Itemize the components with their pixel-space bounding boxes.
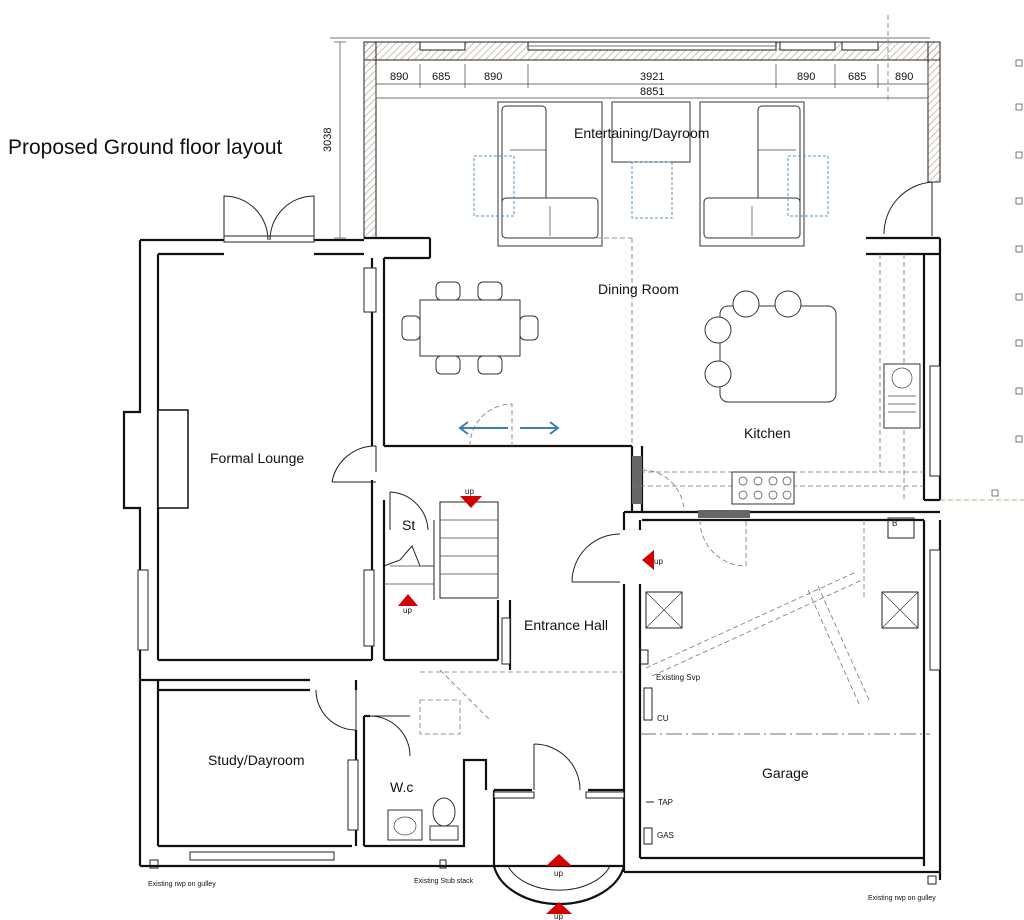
dim-3038: 3038 bbox=[322, 128, 334, 152]
up-label-garage: up bbox=[654, 557, 663, 566]
label-hall: Entrance Hall bbox=[524, 617, 608, 633]
rwp-left-symbol bbox=[149, 859, 159, 869]
garage-features bbox=[639, 517, 919, 845]
extension-walls bbox=[363, 41, 941, 239]
windows bbox=[137, 235, 941, 861]
label-study: Study/Dayroom bbox=[208, 752, 304, 768]
dim-685-a: 685 bbox=[432, 71, 450, 83]
dining-table bbox=[401, 281, 539, 375]
label-entertaining: Entertaining/Dayroom bbox=[574, 125, 709, 141]
label-dining: Dining Room bbox=[598, 281, 679, 297]
up-label-entry: up bbox=[554, 912, 563, 920]
gas-label: GAS bbox=[657, 831, 674, 840]
dim-685-b: 685 bbox=[848, 71, 866, 83]
boiler-label: B bbox=[892, 519, 897, 528]
dim-3921: 3921 bbox=[640, 71, 664, 83]
sofa-right bbox=[699, 101, 805, 247]
cu-label: CU bbox=[657, 714, 669, 723]
note-stub: Existing Stub stack bbox=[414, 878, 474, 885]
label-lounge: Formal Lounge bbox=[210, 450, 304, 466]
media-unit bbox=[611, 101, 691, 163]
dim-8851: 8851 bbox=[640, 86, 664, 98]
kitchen-sink bbox=[883, 363, 921, 429]
dim-890-c: 890 bbox=[797, 71, 815, 83]
blue-rooflight-centre bbox=[631, 161, 673, 219]
label-kitchen: Kitchen bbox=[744, 425, 791, 441]
hob bbox=[731, 471, 795, 505]
label-store: St bbox=[402, 517, 415, 533]
boundary-markers bbox=[991, 59, 1023, 497]
note-rwp-right: Existing rwp on gulley bbox=[868, 895, 936, 902]
blue-rooflight-right bbox=[787, 155, 829, 217]
note-svp: Existing Svp bbox=[656, 673, 701, 682]
rwp-right-symbol bbox=[927, 875, 937, 885]
label-wc: W.c bbox=[390, 779, 413, 795]
blue-rooflight-left bbox=[473, 155, 515, 217]
wc-fittings bbox=[387, 797, 459, 841]
sofa-left bbox=[497, 101, 603, 247]
up-label-store: up bbox=[403, 606, 412, 615]
main-staircase bbox=[433, 501, 499, 599]
store-stairs bbox=[383, 545, 435, 600]
tap-label: TAP bbox=[658, 798, 673, 807]
dimension-lines bbox=[330, 15, 930, 239]
porch-bay-inner bbox=[507, 865, 611, 891]
dim-890-a: 890 bbox=[390, 71, 408, 83]
doors bbox=[223, 181, 933, 791]
up-arrows bbox=[398, 496, 654, 914]
up-label-porch: up bbox=[554, 869, 563, 878]
kitchen-island bbox=[704, 290, 837, 403]
dim-890-b: 890 bbox=[484, 71, 502, 83]
dim-890-d: 890 bbox=[895, 71, 913, 83]
note-rwp-left: Existing rwp on gulley bbox=[148, 881, 216, 888]
label-garage: Garage bbox=[762, 765, 809, 781]
stub-stack-symbol bbox=[439, 859, 447, 869]
plan-title: Proposed Ground floor layout bbox=[8, 136, 282, 159]
sliding-door-arrows bbox=[458, 421, 560, 435]
up-label-stairs: up bbox=[465, 487, 474, 496]
